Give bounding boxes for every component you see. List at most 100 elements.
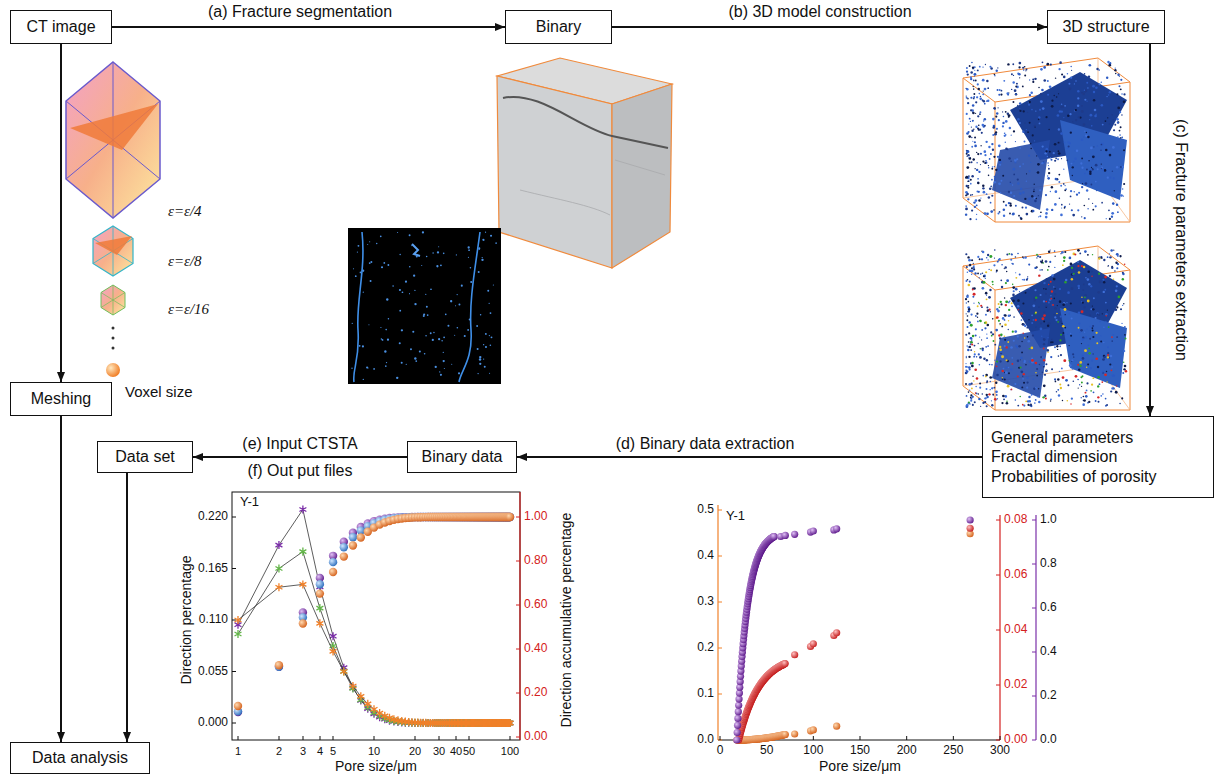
pore-dot — [1087, 208, 1088, 209]
pore-dot — [1076, 194, 1078, 196]
pore-dot — [1051, 274, 1054, 277]
pore-dot — [1122, 372, 1124, 374]
pore-dot — [1098, 83, 1100, 85]
pore-dot — [1000, 192, 1001, 193]
pore-dot — [1013, 130, 1015, 132]
pore-dot — [1043, 365, 1045, 367]
pore-dot — [974, 66, 976, 68]
pore-dot — [1024, 337, 1026, 339]
pore-dot — [1066, 302, 1067, 303]
pore-dot — [1012, 294, 1015, 297]
pore-dot — [1071, 163, 1073, 165]
pore-dot — [1095, 332, 1097, 334]
pore-dot — [984, 401, 986, 403]
pore-dot — [1025, 364, 1027, 366]
pore-dot — [1032, 378, 1034, 380]
pore-dot — [965, 208, 968, 211]
ellipsis-dot — [112, 347, 115, 350]
pore-dot — [999, 360, 1001, 362]
pore-dot — [1072, 273, 1074, 275]
pore-dot — [1039, 215, 1041, 217]
star-marker — [340, 667, 347, 675]
pore-dot — [994, 398, 997, 401]
pore-dot — [1108, 326, 1110, 328]
series-line — [238, 552, 510, 723]
pore-dot — [970, 77, 971, 78]
pore-dot — [1017, 305, 1020, 308]
pore-dot — [479, 248, 480, 249]
pore-dot — [965, 253, 967, 255]
pore-dot — [978, 393, 979, 394]
pore-dot — [443, 336, 445, 338]
pore-dot — [986, 306, 988, 308]
pore-dot — [1086, 382, 1088, 384]
pore-dot — [1057, 158, 1059, 160]
pore-dot — [990, 311, 992, 313]
pore-dot — [978, 191, 980, 193]
pore-dot — [989, 309, 991, 311]
pore-dot — [1045, 305, 1048, 308]
pore-dot — [970, 398, 972, 400]
pore-dot — [1092, 353, 1094, 355]
pore-dot — [1071, 287, 1074, 290]
pore-dot — [1082, 357, 1085, 360]
pore-dot — [1063, 260, 1065, 262]
pore-dot — [996, 360, 998, 362]
pore-dot — [986, 337, 988, 339]
pore-dot — [1061, 207, 1062, 208]
pore-dot — [468, 246, 470, 248]
pore-dot — [483, 239, 485, 241]
pore-dot — [974, 141, 976, 143]
pore-dot — [455, 305, 456, 306]
pore-dot — [1004, 345, 1006, 347]
pore-dot — [1022, 378, 1024, 380]
pore-dot — [1027, 131, 1029, 133]
pore-dot — [1010, 346, 1013, 349]
pore-dot — [1002, 125, 1004, 127]
pore-dot — [1018, 215, 1020, 217]
pore-dot — [965, 363, 966, 364]
pore-dot — [1042, 61, 1044, 63]
pore-dot — [1081, 216, 1082, 217]
pore-dot — [489, 303, 490, 304]
pore-dot — [976, 162, 977, 163]
pore-dot — [1020, 359, 1021, 360]
pore-dot — [1019, 291, 1020, 292]
pore-dot — [1101, 167, 1103, 169]
pore-dot — [1079, 384, 1080, 385]
pore-dot — [412, 331, 414, 333]
pore-dot — [1013, 290, 1015, 292]
pore-dot — [973, 159, 974, 160]
pore-dot — [1027, 112, 1028, 113]
pore-dot — [1063, 256, 1066, 259]
pore-dot — [1106, 96, 1107, 97]
pore-dot — [990, 331, 992, 333]
pore-dot — [1020, 312, 1022, 314]
pore-dot — [1059, 339, 1061, 341]
accumulative-dot — [340, 543, 348, 551]
pore-dot — [1098, 257, 1100, 259]
pore-dot — [1052, 341, 1054, 343]
pore-dot — [1070, 333, 1071, 334]
pore-dot — [1062, 106, 1064, 108]
pore-dot — [1023, 373, 1025, 375]
pore-dot — [1102, 313, 1103, 314]
pore-dot — [1041, 259, 1043, 261]
pore-dot — [1101, 168, 1102, 169]
pore-dot — [973, 129, 974, 130]
pore-dot — [969, 118, 971, 120]
pore-dot — [1039, 269, 1040, 270]
pore-dot — [978, 398, 980, 400]
pore-dot — [1074, 109, 1076, 111]
axis-tick — [279, 736, 280, 740]
pore-dot — [1092, 209, 1094, 211]
pore-dot — [1045, 397, 1047, 399]
pore-dot — [1072, 166, 1074, 168]
pore-dot — [444, 368, 445, 369]
pore-dot — [1001, 355, 1004, 358]
pore-dot — [967, 315, 969, 317]
pore-dot — [1006, 360, 1009, 363]
accumulative-dot — [329, 558, 337, 566]
pore-dot — [1109, 176, 1111, 178]
pore-dot — [970, 400, 972, 402]
